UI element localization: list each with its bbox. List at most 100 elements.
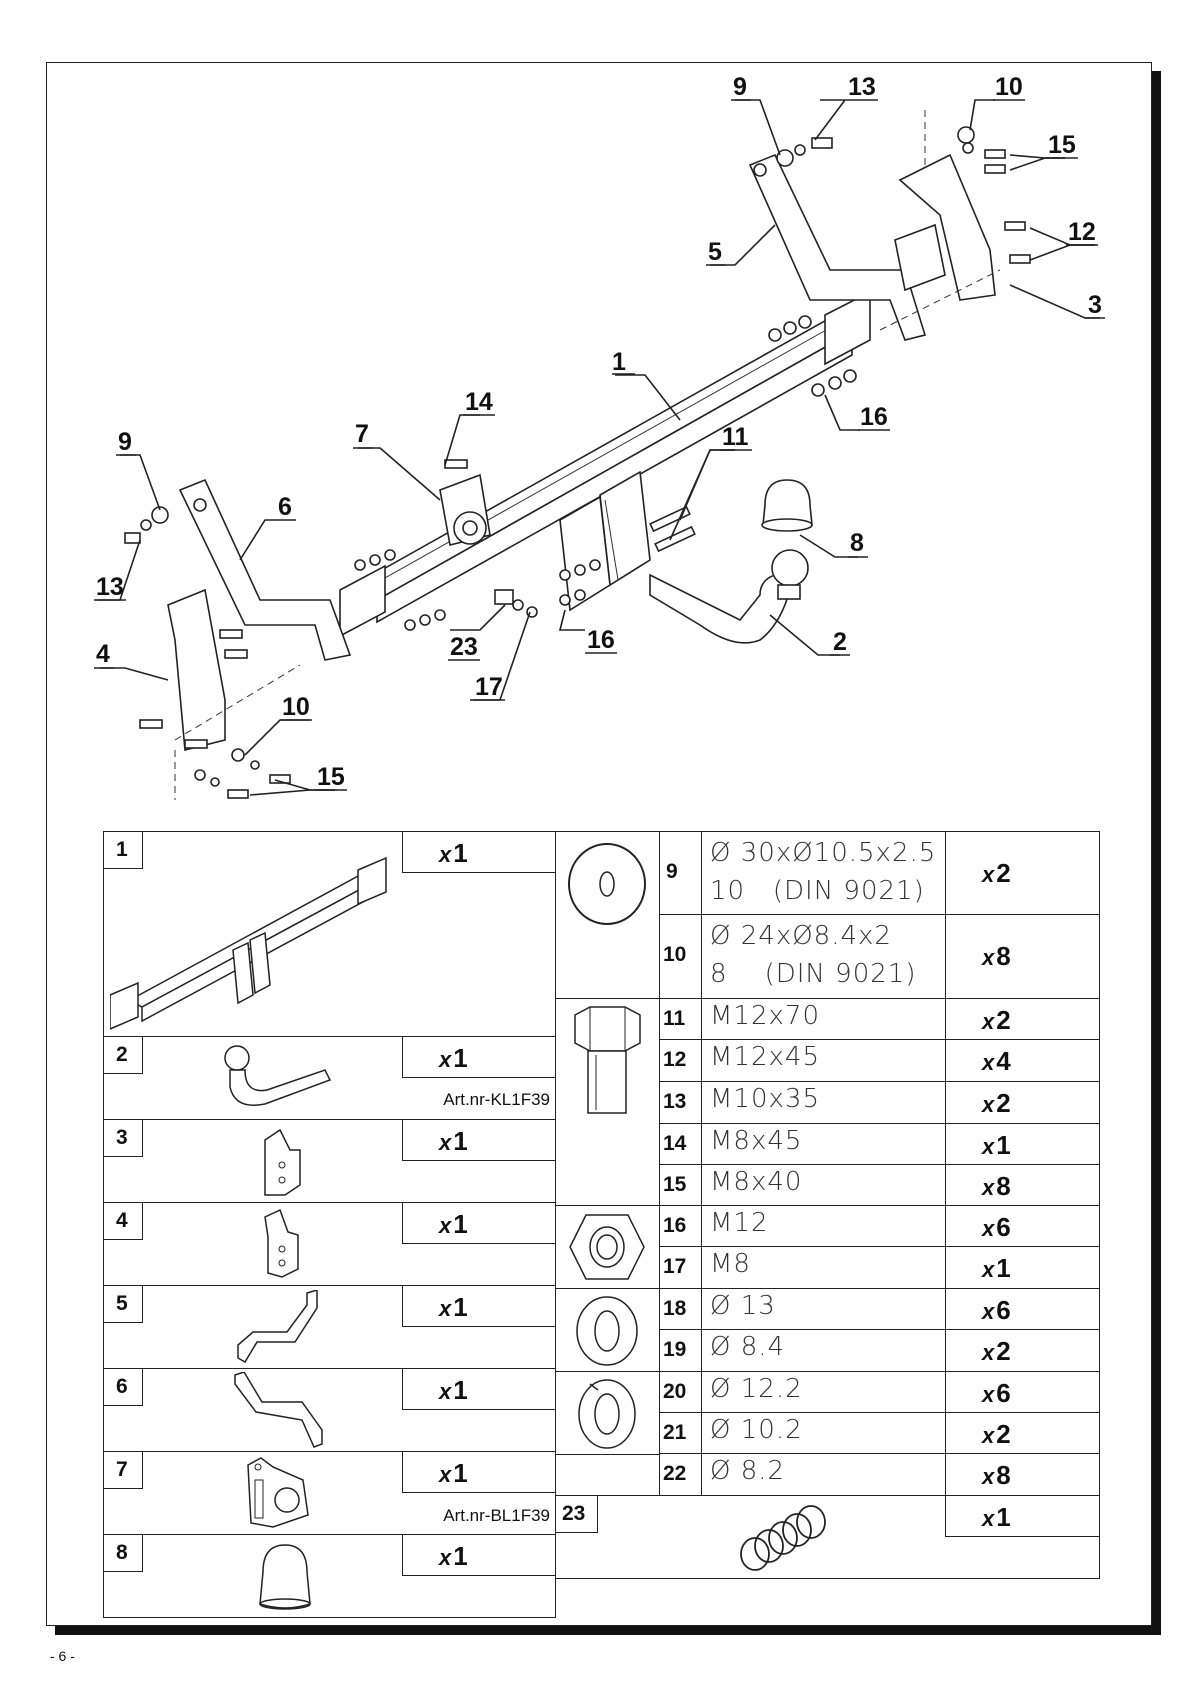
callout-15-right: 15	[1048, 131, 1076, 159]
part-spec: M8x45	[701, 1123, 946, 1165]
part-qty: x1	[402, 1451, 556, 1493]
part-number: 4	[103, 1202, 143, 1240]
callout-3: 3	[1088, 291, 1102, 319]
part-spec: Ø 12.2	[701, 1371, 946, 1413]
part-qty: x6	[945, 1371, 1100, 1413]
callout-8: 8	[850, 529, 864, 557]
callout-2: 2	[833, 628, 847, 656]
callout-6: 6	[278, 493, 292, 521]
part-qty: x1	[402, 831, 556, 873]
part-row-6	[103, 1368, 556, 1452]
part-qty: x2	[945, 1412, 1100, 1454]
part-number: 21	[659, 1412, 702, 1454]
part-number: 16	[659, 1205, 702, 1247]
part-spec: M10x35	[701, 1081, 946, 1124]
part-spec: M12x45	[701, 1039, 946, 1082]
part-qty: x1	[402, 1119, 556, 1161]
part-number: 1	[103, 831, 143, 869]
callout-4: 4	[96, 640, 110, 668]
part-number: 18	[659, 1288, 702, 1330]
part-qty: x2	[945, 1329, 1100, 1372]
washer-icon	[568, 843, 646, 925]
callout-16-left: 16	[587, 626, 615, 654]
part-qty: x1	[402, 1285, 556, 1327]
callout-10-right: 10	[995, 73, 1023, 101]
left-bracket-part	[167, 478, 352, 752]
callout-23: 23	[450, 633, 478, 661]
part-spec: M12	[701, 1205, 946, 1247]
crossbar-icon	[110, 856, 387, 1030]
fasteners	[124, 110, 1031, 800]
part-qty: x8	[945, 914, 1100, 999]
part-qty: x1	[945, 1246, 1100, 1289]
callout-17: 17	[475, 673, 503, 701]
bracket-icon	[264, 1128, 301, 1196]
callout-9-right: 9	[733, 73, 747, 101]
part-number: 15	[659, 1164, 702, 1206]
part-qty: x2	[945, 831, 1100, 915]
part-number: 20	[659, 1371, 702, 1413]
towball-icon	[224, 1045, 332, 1106]
part-spec: M8x40	[701, 1164, 946, 1206]
socket-plate-icon	[247, 1457, 309, 1528]
part-number: 7	[103, 1451, 143, 1489]
callout-1: 1	[612, 348, 626, 376]
part-spec: Ø 8.2	[701, 1453, 946, 1496]
part-qty: x4	[945, 1039, 1100, 1082]
callout-5: 5	[708, 238, 722, 266]
ball-cap-icon	[259, 1544, 311, 1610]
part-spec: M8	[701, 1246, 946, 1289]
part-number: 12	[659, 1039, 702, 1082]
part-number: 23	[555, 1495, 598, 1533]
article-number: Art.nr-KL1F39	[443, 1090, 550, 1109]
callout-12: 12	[1068, 218, 1096, 246]
callout-15-left: 15	[317, 763, 345, 791]
callout-16-right: 16	[860, 403, 888, 431]
part-spec: Ø 10.2	[701, 1412, 946, 1454]
part-qty: x6	[945, 1205, 1100, 1247]
page-number: - 6 -	[50, 1648, 75, 1664]
article-number: Art.nr-BL1F39	[443, 1506, 550, 1525]
part-number: 5	[103, 1285, 143, 1323]
part-qty: x1	[402, 1534, 556, 1576]
part-qty: x8	[945, 1453, 1100, 1496]
part-qty: x1	[402, 1202, 556, 1244]
arm-icon	[237, 1290, 318, 1364]
part-qty: x8	[945, 1164, 1100, 1206]
arm-icon	[234, 1372, 323, 1448]
part-qty: x2	[945, 998, 1100, 1040]
callout-11: 11	[722, 423, 749, 451]
part-qty: x1	[945, 1123, 1100, 1165]
exploded-assembly-diagram: 1 2 3 4 5 6 7 8 9 9 10 10 11 12 13 13 14…	[94, 73, 1105, 800]
part-spec: M12x70	[701, 998, 946, 1040]
callout-14: 14	[465, 388, 493, 416]
part-number: 9	[659, 831, 702, 915]
part-number: 3	[103, 1119, 143, 1157]
callout-9-left: 9	[118, 428, 132, 456]
part-number: 17	[659, 1246, 702, 1289]
part-qty: x6	[945, 1288, 1100, 1330]
part-qty: x1	[402, 1368, 556, 1410]
callout-10-left: 10	[282, 693, 310, 721]
bracket-icon	[264, 1208, 299, 1278]
callout-7: 7	[355, 420, 369, 448]
part-qty: x1	[945, 1495, 1100, 1537]
part-number: 11	[659, 998, 702, 1040]
part-number: 8	[103, 1534, 143, 1572]
part-number: 2	[103, 1036, 143, 1074]
right-bracket-part	[748, 153, 996, 341]
callout-13-left: 13	[96, 573, 124, 601]
flat-washer-icon	[576, 1296, 638, 1366]
nut-icon	[569, 1214, 645, 1280]
bolt-icon	[574, 1006, 641, 1114]
part-number: 14	[659, 1123, 702, 1165]
part-number: 10	[659, 914, 702, 999]
socket-plate-part	[439, 473, 491, 546]
part-number: 22	[659, 1453, 702, 1496]
ball-cap-part	[761, 479, 813, 532]
spring-icon	[740, 1505, 826, 1571]
callout-13-right: 13	[848, 73, 876, 101]
part-qty: x1	[402, 1036, 556, 1078]
